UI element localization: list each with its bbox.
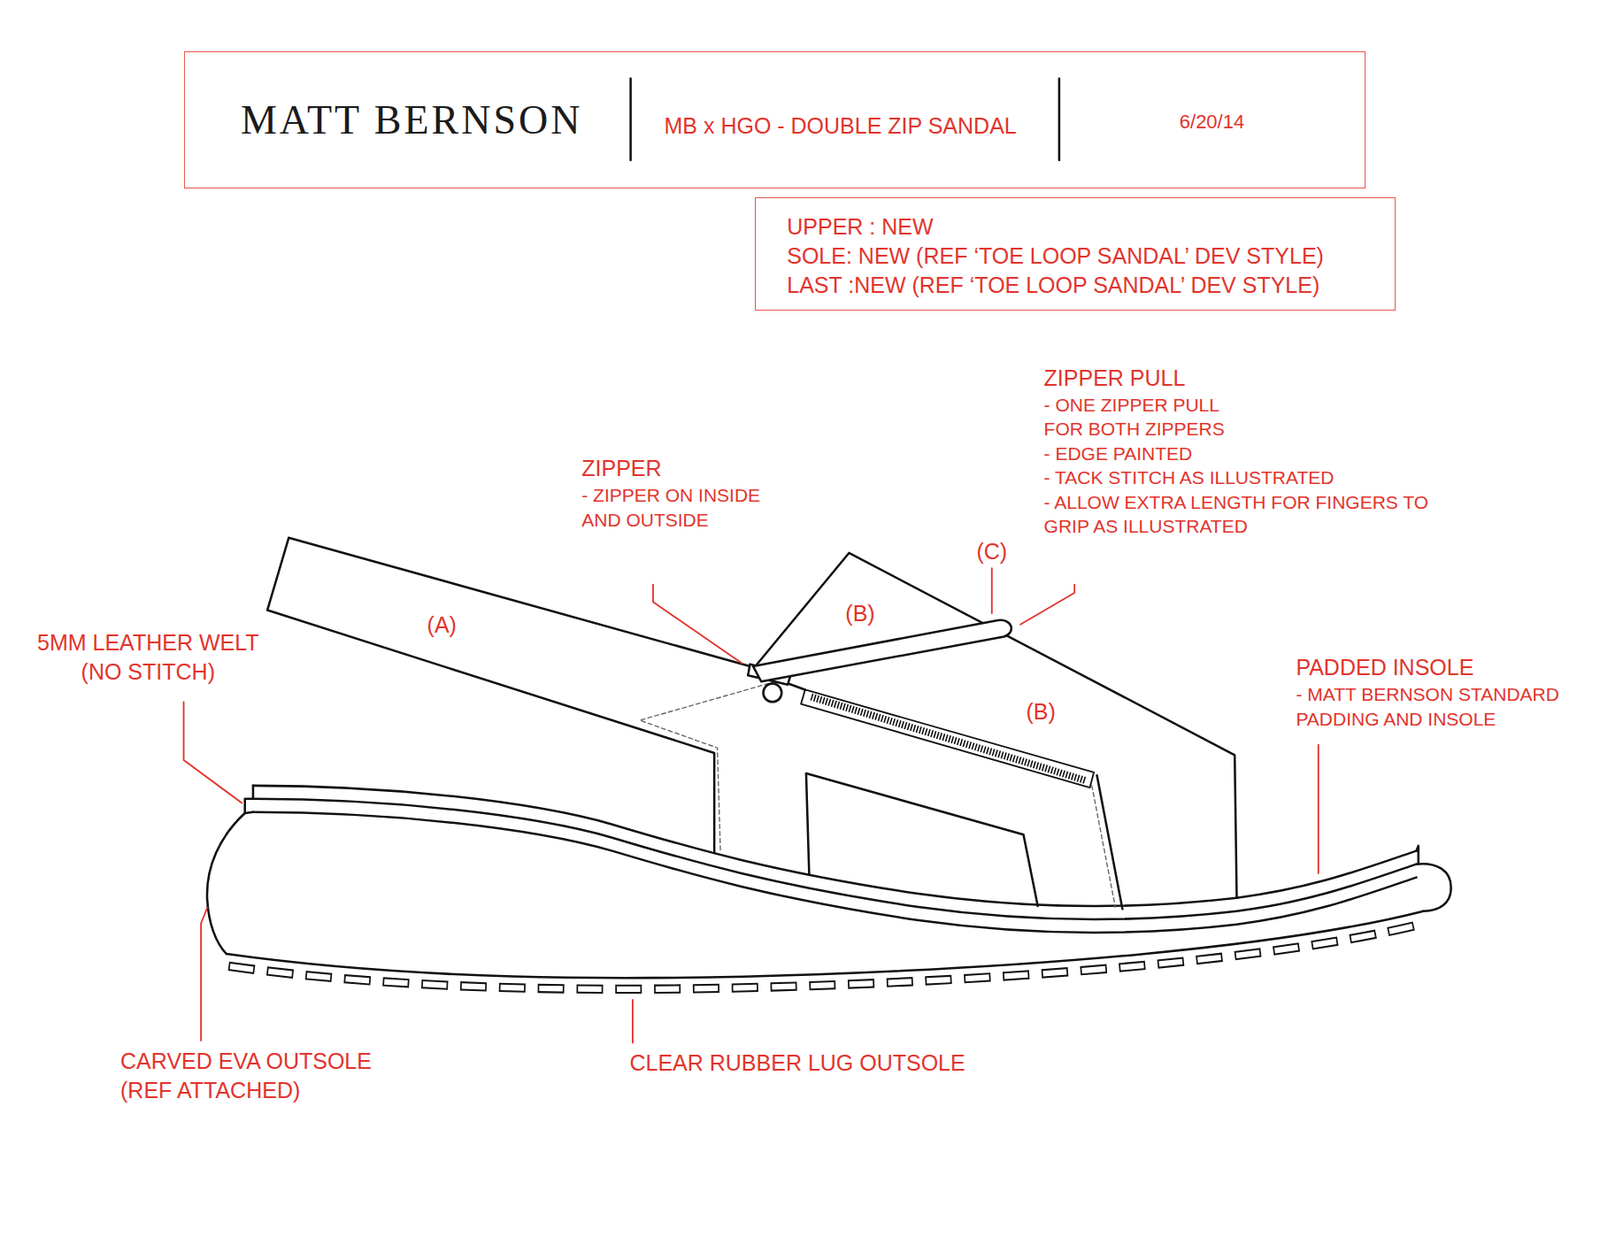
part-letter: (B) — [1025, 698, 1055, 725]
callout-group: ZIPPER- ZIPPER ON INSIDE AND OUTSIDE — [581, 454, 781, 532]
leader-line — [1020, 584, 1075, 625]
callout-note: - ZIPPER ON INSIDE AND OUTSIDE — [581, 483, 781, 532]
callout-group: CLEAR RUBBER LUG OUTSOLE — [629, 1049, 965, 1078]
brand-name: MATT BERNSON — [240, 100, 584, 141]
insole-top — [253, 785, 1416, 907]
lug-teeth — [228, 924, 1421, 990]
vamp-leg — [1097, 775, 1124, 909]
callout-group: ZIPPER PULL- ONE ZIPPER PULL FOR BOTH ZI… — [1044, 364, 1430, 539]
zipper-pull-c — [753, 620, 1012, 682]
spec-line: UPPER : NEW — [786, 212, 1395, 242]
callout-heading: ZIPPER PULL — [1044, 364, 1430, 392]
spec-line: SOLE: NEW (REF ‘TOE LOOP SANDAL’ DEV STY… — [786, 241, 1395, 271]
callout-note: - EDGE PAINTED — [1044, 441, 1310, 467]
callout-note: - MATT BERNSON STANDARD PADDING AND INSO… — [1295, 682, 1579, 731]
quarter-cutout — [806, 773, 1039, 907]
insole-toe-tip — [1415, 846, 1418, 864]
style-name: MB x HGO - DOUBLE ZIP SANDAL — [663, 114, 1016, 137]
insole-bottom — [253, 799, 1416, 920]
toe-nose — [1415, 863, 1451, 911]
spec-box: UPPER : NEWSOLE: NEW (REF ‘TOE LOOP SAND… — [754, 197, 1396, 311]
heel-welt-edge — [245, 785, 254, 814]
callout-note: - ALLOW EXTRA LENGTH FOR FINGERS TO GRIP… — [1044, 490, 1430, 539]
callout-note: - TACK STITCH AS ILLUSTRATED — [1044, 465, 1381, 491]
part-letter: (C) — [976, 538, 1008, 565]
leader-line — [631, 1000, 634, 1043]
callout-note: - ONE ZIPPER PULL FOR BOTH ZIPPERS — [1044, 392, 1244, 442]
lug-teeth-hollow — [228, 924, 1421, 990]
leader-group — [184, 568, 1319, 1043]
date: 6/20/14 — [1179, 112, 1245, 132]
welt-bottom — [253, 812, 1416, 933]
eva-bottom — [226, 911, 1424, 979]
zipper-teeth — [811, 697, 1086, 782]
leader-line — [991, 568, 993, 614]
callout-heading: CARVED EVA OUTSOLE (REF ATTACHED) — [120, 1046, 395, 1106]
callout-heading: 5MM LEATHER WELT (NO STITCH) — [28, 628, 268, 687]
eva-heel-edge — [207, 813, 246, 954]
d-ring — [762, 684, 782, 703]
vamp-b — [752, 553, 1238, 899]
leader-line — [200, 907, 208, 1041]
leader-line — [653, 584, 742, 664]
leader-line — [184, 701, 243, 803]
title-divider — [1058, 78, 1062, 161]
heel-strap-a — [267, 538, 757, 854]
stitch-line — [639, 681, 1116, 908]
part-letter: (A) — [427, 611, 457, 639]
zipper-tape — [800, 689, 1094, 788]
callout-heading: ZIPPER — [581, 454, 781, 482]
callout-group: CARVED EVA OUTSOLE (REF ATTACHED) — [120, 1046, 395, 1106]
callout-heading: PADDED INSOLE — [1295, 653, 1579, 681]
callout-heading: CLEAR RUBBER LUG OUTSOLE — [629, 1049, 965, 1077]
part-letter: (B) — [845, 600, 875, 627]
callout-group: PADDED INSOLE- MATT BERNSON STANDARD PAD… — [1295, 653, 1579, 731]
leader-line — [1317, 745, 1320, 874]
title-block: MATT BERNSON MB x HGO - DOUBLE ZIP SANDAL… — [184, 51, 1366, 190]
callout-group: 5MM LEATHER WELT (NO STITCH) — [28, 628, 268, 687]
title-divider — [629, 78, 632, 161]
spec-line: LAST :NEW (REF ‘TOE LOOP SANDAL’ DEV STY… — [786, 270, 1395, 300]
drawing-group — [184, 78, 1452, 1044]
